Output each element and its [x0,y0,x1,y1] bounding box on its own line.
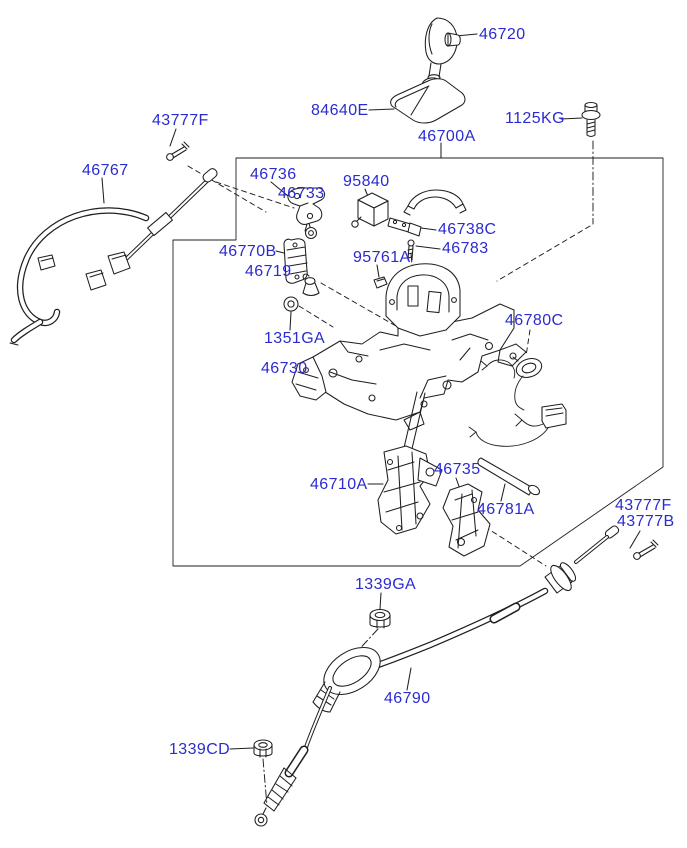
part-label-1339CD[interactable]: 1339CD [169,741,231,758]
part-label-46730[interactable]: 46730 [261,360,308,377]
part-label-46719[interactable]: 46719 [245,263,292,280]
shift-knob [424,17,461,81]
part-label-46780C[interactable]: 46780C [505,312,564,329]
part-label-46700A[interactable]: 46700A [418,128,476,145]
part-label-46720[interactable]: 46720 [479,26,526,43]
part-label-43777F[interactable]: 43777F [152,112,209,129]
part-label-46710A[interactable]: 46710A [310,476,368,493]
part-label-46770B[interactable]: 46770B [219,243,277,260]
part-label-95840[interactable]: 95840 [343,173,390,190]
part-label-46781A[interactable]: 46781A [477,501,535,518]
part-label-46733[interactable]: 46733 [278,185,325,202]
part-label-95761A[interactable]: 95761A [353,249,411,266]
part-label-84640E[interactable]: 84640E [311,102,369,119]
clip-46719 [302,273,320,297]
shift-boot [390,77,466,124]
shift-lever-46710a [377,391,443,535]
cable-46790 [254,525,620,827]
switch-95840 [351,192,389,228]
cable-46767 [9,168,218,346]
part-label-1339GA[interactable]: 1339GA [355,576,417,593]
clip-right [633,539,659,560]
bracket-46738c [387,189,467,237]
part-label-46736[interactable]: 46736 [250,166,297,183]
housing-46730 [291,263,527,431]
part-label-43777F[interactable]: 43777F [615,497,672,514]
part-label-46735[interactable]: 46735 [434,461,481,478]
part-label-1125KG[interactable]: 1125KG [505,110,565,127]
reference-lines [187,140,594,807]
bracket-46736 [287,187,326,232]
harness-46780c [468,356,567,447]
part-label-46738C[interactable]: 46738C [438,221,497,238]
nut-1339cd [253,739,273,758]
nut-1339ga [369,608,391,629]
bolt [581,101,601,138]
washer-1351ga [283,296,299,312]
bracket-46770b [283,238,308,284]
clip-95761a [373,276,388,289]
rod-46781a [477,457,541,496]
assembly-boundary-box [172,157,664,567]
screw-46783 [407,239,415,261]
grommet-46733 [304,226,318,240]
bracket-46735 [442,483,491,557]
clip-top-left [166,141,190,161]
part-label-46767[interactable]: 46767 [82,162,129,179]
leader-lines [101,33,641,750]
part-label-46783[interactable]: 46783 [442,240,489,257]
part-label-1351GA[interactable]: 1351GA [264,330,326,347]
part-label-46790[interactable]: 46790 [384,690,431,707]
part-label-43777B[interactable]: 43777B [617,513,675,530]
